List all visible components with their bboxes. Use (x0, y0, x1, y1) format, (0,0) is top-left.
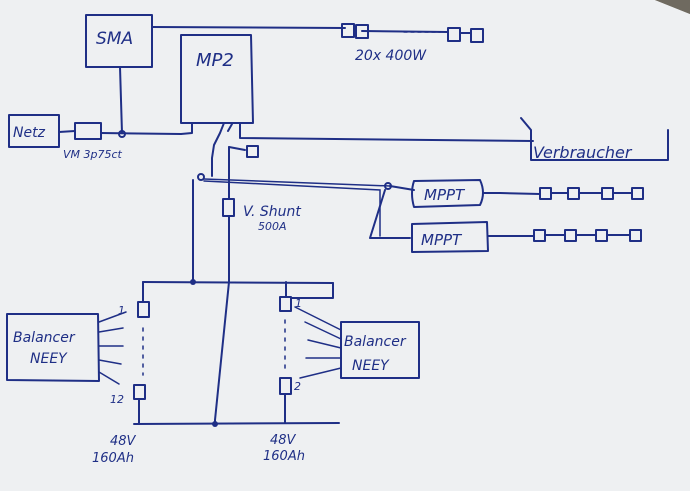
mppt-2-label: MPPT (421, 231, 463, 249)
battery-left-capacity-label: 160Ah (92, 451, 134, 466)
mp2-box (180, 34, 254, 124)
shunt-name-label: V. Shunt (243, 204, 301, 220)
mp2-to-consumer-wire (239, 122, 534, 142)
balancer-left-model: NEEY (30, 351, 68, 367)
paper-shadow (655, 0, 690, 14)
sma-panel-string-wire (151, 26, 471, 34)
sma-label: SMA (96, 29, 133, 49)
mp2-dc-wiring (192, 122, 391, 283)
mppt-2-box (411, 221, 489, 253)
panel-string-mppt-2 (533, 229, 642, 242)
cell-left-bottom-label: 12 (110, 393, 124, 406)
mppt-1-wiring (369, 182, 541, 239)
panels-top-label: 20x 400W (355, 48, 427, 64)
balancer-right-leads (294, 306, 342, 379)
battery-left (133, 301, 150, 425)
balancer-left-title: Balancer (13, 330, 76, 346)
balancer-left-box (6, 313, 100, 382)
shunt-rating-label: 500A (258, 220, 287, 233)
mppt-1-label: MPPT (424, 186, 466, 204)
balancer-right-title: Balancer (344, 334, 407, 350)
balancer-left-leads (98, 311, 127, 385)
netz-label: Netz (13, 125, 46, 141)
battery-bus (133, 279, 340, 427)
cell-left-top-label: 1 (118, 304, 125, 317)
grid-wiring (58, 66, 193, 140)
cell-right-bottom-label: 2 (294, 380, 301, 393)
meter-label: VM 3p75ct (63, 148, 123, 161)
balancer-right-model: NEEY (352, 358, 390, 374)
panel-string-mppt-1 (539, 187, 644, 200)
battery-right-capacity-label: 160Ah (263, 449, 305, 464)
panel-string-top (341, 23, 484, 43)
cell-right-top-label: 1 (295, 297, 302, 310)
battery-left-voltage-label: 48V (110, 434, 137, 449)
verbraucher-box (520, 117, 669, 161)
balancer-right-box (340, 321, 420, 379)
battery-right-voltage-label: 48V (270, 433, 297, 448)
verbraucher-label: Verbraucher (533, 143, 633, 162)
mp2-label: MP2 (196, 50, 234, 71)
battery-right (279, 281, 292, 424)
